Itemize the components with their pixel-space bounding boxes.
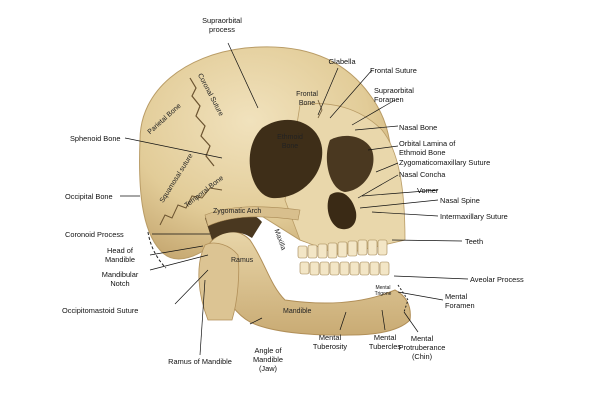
teeth-group (297, 239, 390, 276)
label-aveolar-process: Aveolar Process (470, 275, 524, 284)
label-angle-of-mandible: Angle of Mandible (Jaw) (253, 346, 283, 373)
label-vomer: Vomer (417, 186, 439, 195)
label-nasal-concha: Nasal Concha (399, 170, 446, 179)
nasal-cavity (327, 192, 357, 230)
label-zygomaticomaxillary-suture: Zygomaticomaxillary Suture (399, 158, 491, 167)
squamosal-suture-line (159, 187, 223, 226)
frontal-suture-line (317, 99, 323, 119)
label-ramus-of-mandible: Ramus of Mandible (168, 357, 232, 366)
label-nasal-spine: Nasal Spine (440, 196, 480, 205)
label-ethmoid-bone: Ethmoid Bone (277, 134, 303, 150)
label-mental-trigone: Mental Trigone (374, 285, 392, 297)
leader-lines (120, 42, 469, 356)
mandible-shape (204, 231, 411, 336)
label-head-of-mandible: Head of Mandible (105, 246, 135, 264)
label-intermaxillary-suture: Intermaxillary Suture (440, 212, 508, 221)
label-frontal-bone: Frontal Bone (296, 91, 318, 107)
orbit-right (326, 135, 374, 192)
label-orbital-lamina: Orbital Lamina of Ethmoid Bone (399, 139, 456, 157)
label-glabella: Glabella (328, 57, 356, 66)
label-mandibular-notch: Mandibular Notch (101, 270, 139, 288)
label-frontal-suture: Frontal Suture (370, 66, 417, 75)
label-mandible: Mandible (283, 308, 312, 315)
label-occipitomastoid-suture: Occipitomastoid Suture (62, 306, 139, 315)
zygomatic-arch-shape (204, 206, 301, 227)
label-mental-tuberosity: Mental Tuberosity (312, 333, 348, 351)
label-ramus: Ramus (231, 257, 254, 264)
label-coronoid-process: Coronoid Process (65, 230, 124, 239)
label-occipital-bone: Occipital Bone (65, 192, 113, 201)
label-teeth: Teeth (465, 237, 484, 246)
label-mental-protruberance: Mental Protruberance (Chin) (398, 334, 446, 361)
label-supraorbital-process: Supraorbital process (202, 16, 242, 34)
label-mental-tubercles: Mental Tubercles (368, 333, 402, 351)
coronal-suture-line (189, 77, 215, 167)
label-mental-foramen: Mental Foramen (445, 292, 475, 310)
label-zygomatic-arch: Zygomatic Arch (213, 208, 262, 215)
label-supraorbital-foramen: Supraorbital Foramen (374, 86, 414, 104)
label-sphenoid-bone: Sphenoid Bone (70, 134, 121, 143)
orbit-left (249, 119, 323, 199)
label-nasal-bone: Nasal Bone (399, 123, 438, 132)
occipitomastoid-dash (147, 231, 167, 269)
ramus-shape (198, 242, 240, 321)
